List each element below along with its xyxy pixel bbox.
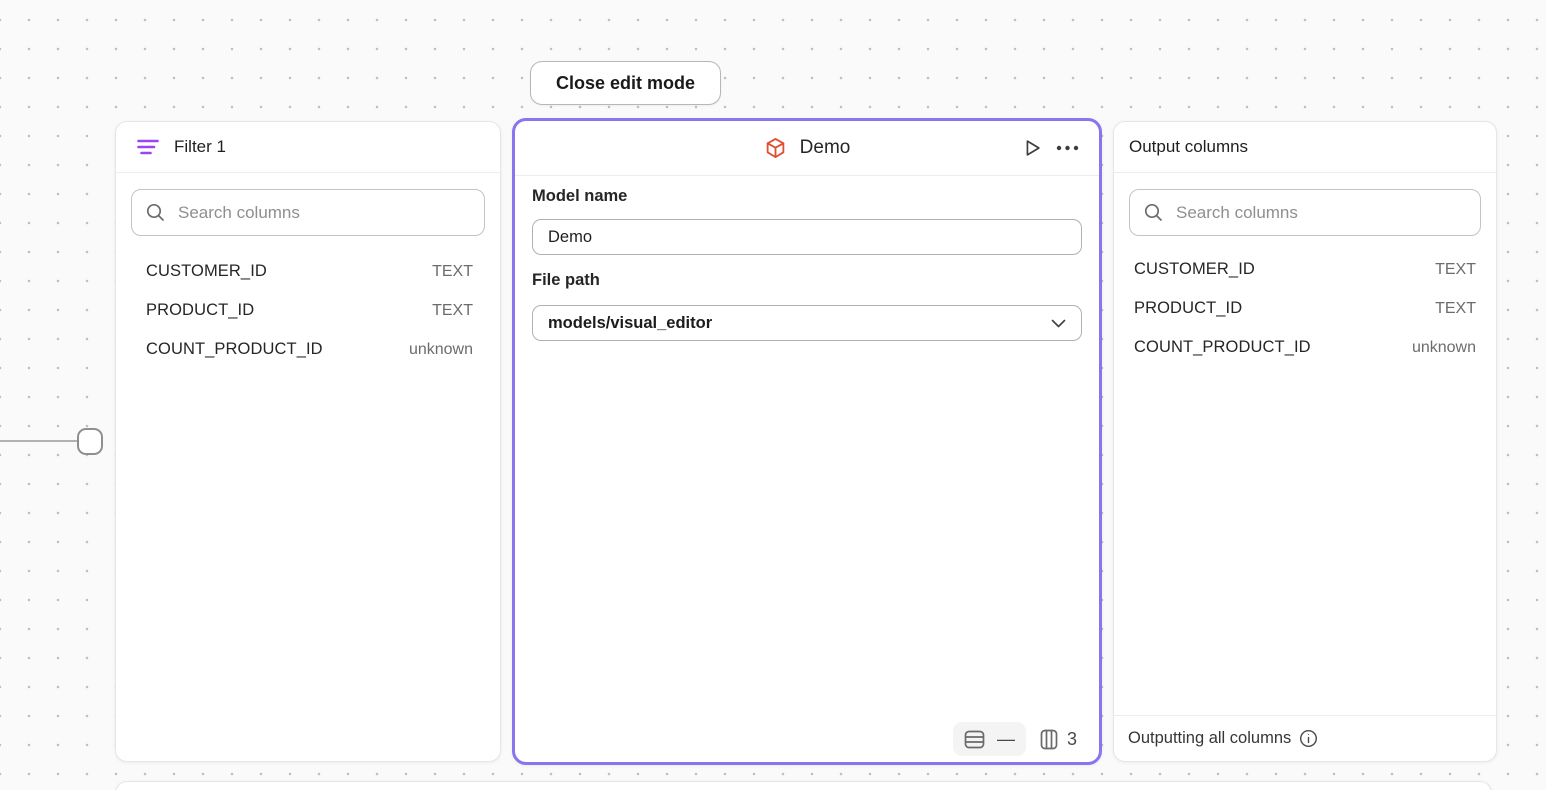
column-name: CUSTOMER_ID (1134, 260, 1255, 278)
filter-node-panel: Filter 1 CUSTOMER_ID TEXT PRODUCT_ID TEX… (115, 121, 501, 762)
column-type: TEXT (432, 262, 473, 280)
more-options-button[interactable] (1052, 141, 1083, 155)
info-icon[interactable] (1299, 729, 1318, 748)
filter-search-input[interactable] (176, 201, 470, 224)
model-name-label: Model name (532, 187, 628, 205)
model-cube-icon (764, 136, 787, 160)
output-columns-panel: Output columns CUSTOMER_ID TEXT PRODUCT_… (1113, 121, 1497, 762)
column-row[interactable]: CUSTOMER_ID TEXT (116, 252, 500, 291)
filter-search-box (131, 189, 485, 236)
model-panel-header[interactable]: Demo (515, 121, 1099, 176)
filter-column-list: CUSTOMER_ID TEXT PRODUCT_ID TEXT COUNT_P… (116, 252, 500, 369)
search-icon (1144, 203, 1163, 222)
file-path-select[interactable]: models/visual_editor (532, 305, 1082, 341)
edge-connector-line (0, 440, 78, 442)
output-column-list: CUSTOMER_ID TEXT PRODUCT_ID TEXT COUNT_P… (1114, 250, 1496, 367)
chevron-down-icon (1051, 319, 1066, 328)
filter-panel-title: Filter 1 (174, 137, 226, 156)
column-name: PRODUCT_ID (146, 301, 255, 319)
column-name: CUSTOMER_ID (146, 262, 267, 280)
search-icon (146, 203, 165, 222)
column-type: unknown (1411, 338, 1476, 356)
column-name: COUNT_PRODUCT_ID (146, 340, 323, 358)
model-stats-bar: — 3 (952, 722, 1077, 756)
row-count-value: — (996, 728, 1015, 749)
column-name: COUNT_PRODUCT_ID (1134, 338, 1311, 356)
edge-connector-handle[interactable] (77, 428, 103, 455)
column-row[interactable]: PRODUCT_ID TEXT (1114, 289, 1496, 328)
close-edit-mode-button[interactable]: Close edit mode (530, 61, 721, 105)
ellipsis-icon (1056, 145, 1079, 151)
column-row[interactable]: COUNT_PRODUCT_ID unknown (1114, 328, 1496, 367)
column-type: TEXT (1435, 260, 1476, 278)
column-count-value: 3 (1066, 728, 1077, 749)
output-search-box (1129, 189, 1481, 236)
column-type: TEXT (1435, 299, 1476, 317)
model-node-panel: Demo Model name File (512, 118, 1102, 765)
column-row[interactable]: COUNT_PRODUCT_ID unknown (116, 330, 500, 369)
column-row[interactable]: PRODUCT_ID TEXT (116, 291, 500, 330)
filter-icon (137, 138, 159, 156)
columns-icon (1040, 729, 1058, 750)
column-row[interactable]: CUSTOMER_ID TEXT (1114, 250, 1496, 289)
play-icon (1021, 137, 1043, 160)
row-count-stat[interactable]: — (952, 722, 1026, 756)
output-panel-header: Output columns (1114, 122, 1496, 173)
file-path-label: File path (532, 271, 600, 289)
filter-panel-header[interactable]: Filter 1 (116, 122, 500, 173)
rows-icon (964, 730, 985, 749)
file-path-value: models/visual_editor (548, 313, 713, 332)
output-footer-text: Outputting all columns (1128, 729, 1292, 747)
output-panel-title: Output columns (1129, 137, 1249, 156)
run-model-button[interactable] (1017, 133, 1047, 164)
model-name-input[interactable] (532, 219, 1082, 255)
output-search-input[interactable] (1174, 201, 1466, 224)
model-panel-title: Demo (799, 137, 851, 158)
bottom-node-panel[interactable] (115, 781, 1492, 790)
column-type: TEXT (432, 301, 473, 319)
column-name: PRODUCT_ID (1134, 299, 1243, 317)
column-type: unknown (408, 340, 473, 358)
output-footer: Outputting all columns (1114, 715, 1496, 761)
column-count-stat[interactable]: 3 (1040, 729, 1077, 750)
